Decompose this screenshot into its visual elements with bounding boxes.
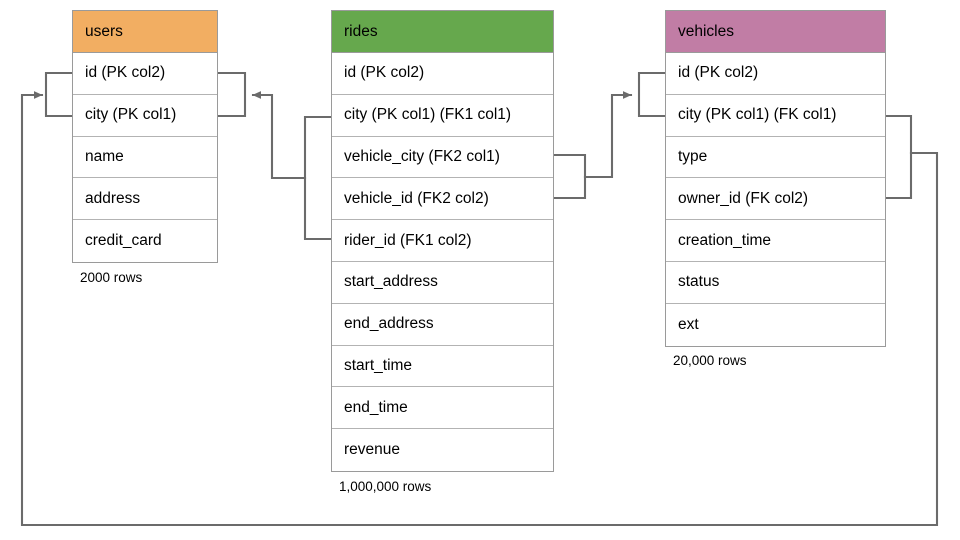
table-users-row-count: 2000 rows — [80, 270, 143, 285]
table-vehicles-column-creation-time[interactable]: creation_time — [666, 220, 885, 262]
column-label: start_time — [344, 356, 413, 374]
column-label: id (PK col2) — [678, 64, 759, 82]
table-users[interactable]: users id (PK col2) city (PK col1) name a… — [72, 10, 218, 263]
column-label: city (PK col1) (FK col1) — [678, 106, 837, 124]
column-label: address — [85, 189, 141, 207]
connector-users-left-bracket — [44, 71, 74, 118]
table-users-column-city[interactable]: city (PK col1) — [73, 94, 217, 137]
connector-rides-to-users — [251, 91, 307, 180]
table-vehicles-row-count: 20,000 rows — [673, 353, 747, 368]
connector-vehicles-left-bracket — [637, 71, 667, 118]
connector-vehicles-to-users — [20, 91, 939, 527]
table-vehicles-column-type[interactable]: type — [666, 136, 885, 179]
column-label: city (PK col1) — [85, 106, 177, 124]
table-users-column-name[interactable]: name — [73, 136, 217, 179]
column-label: type — [678, 147, 708, 165]
table-rides-column-vehicle-id[interactable]: vehicle_id (FK2 col2) — [332, 178, 553, 221]
connector-rides-fk1-bracket — [303, 115, 333, 241]
column-label: id (PK col2) — [85, 64, 166, 82]
table-users-column-id[interactable]: id (PK col2) — [73, 53, 217, 95]
column-label: end_time — [344, 398, 408, 416]
column-label: revenue — [344, 441, 401, 459]
table-vehicles-header: vehicles — [666, 11, 885, 53]
table-vehicles-column-owner-id[interactable]: owner_id (FK col2) — [666, 178, 885, 221]
column-label: id (PK col2) — [344, 64, 425, 82]
table-users-title: users — [85, 22, 123, 40]
table-rides-column-rider-id[interactable]: rider_id (FK1 col2) — [332, 220, 553, 262]
column-label: vehicle_city (FK2 col1) — [344, 147, 500, 165]
table-users-column-address[interactable]: address — [73, 178, 217, 221]
table-vehicles-column-ext[interactable]: ext — [666, 303, 885, 346]
column-label: end_address — [344, 315, 434, 333]
column-label: credit_card — [85, 232, 162, 250]
connector-users-right-bracket — [216, 71, 247, 118]
table-rides-column-start-address[interactable]: start_address — [332, 261, 553, 304]
column-label: start_address — [344, 273, 438, 291]
connector-rides-to-vehicles — [583, 91, 633, 179]
table-rides-column-id[interactable]: id (PK col2) — [332, 53, 553, 95]
column-label: city (PK col1) (FK1 col1) — [344, 106, 512, 124]
table-rides-column-city[interactable]: city (PK col1) (FK1 col1) — [332, 94, 553, 137]
table-rides-column-end-address[interactable]: end_address — [332, 303, 553, 346]
table-vehicles-column-id[interactable]: id (PK col2) — [666, 53, 885, 95]
table-rides-column-start-time[interactable]: start_time — [332, 345, 553, 388]
table-rides-column-vehicle-city[interactable]: vehicle_city (FK2 col1) — [332, 136, 553, 179]
table-users-column-credit-card[interactable]: credit_card — [73, 220, 217, 262]
table-vehicles-column-city[interactable]: city (PK col1) (FK col1) — [666, 94, 885, 137]
table-vehicles-column-status[interactable]: status — [666, 261, 885, 304]
connector-vehicles-right-bracket — [884, 114, 913, 200]
column-label: name — [85, 147, 124, 165]
column-label: ext — [678, 315, 699, 333]
table-rides-title: rides — [344, 22, 378, 40]
column-label: creation_time — [678, 231, 772, 249]
table-users-header: users — [73, 11, 217, 53]
table-rides-column-end-time[interactable]: end_time — [332, 387, 553, 430]
table-vehicles[interactable]: vehicles id (PK col2) city (PK col1) (FK… — [665, 10, 886, 347]
column-label: owner_id (FK col2) — [678, 189, 809, 207]
table-rides[interactable]: rides id (PK col2) city (PK col1) (FK1 c… — [331, 10, 554, 472]
column-label: vehicle_id (FK2 col2) — [344, 189, 489, 207]
table-rides-column-revenue[interactable]: revenue — [332, 429, 553, 471]
table-rides-header: rides — [332, 11, 553, 53]
table-rides-row-count: 1,000,000 rows — [339, 479, 432, 494]
column-label: status — [678, 273, 720, 291]
table-vehicles-title: vehicles — [678, 22, 734, 40]
connector-rides-fk2-bracket — [552, 153, 587, 200]
column-label: rider_id (FK1 col2) — [344, 231, 472, 249]
